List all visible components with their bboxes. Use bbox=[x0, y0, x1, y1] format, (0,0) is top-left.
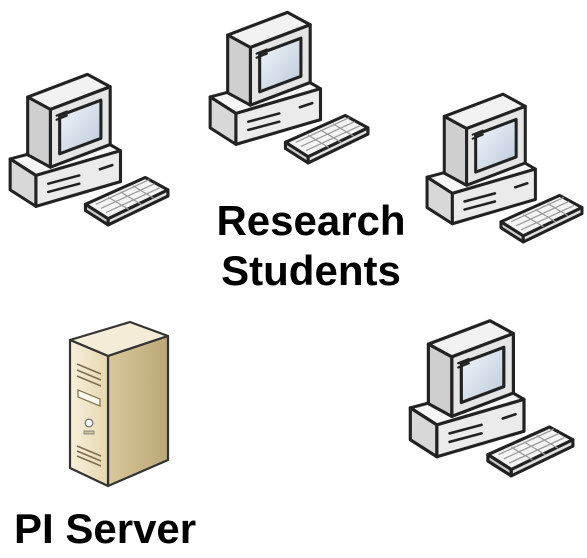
workstation-bottom-right bbox=[405, 308, 575, 478]
desktop-computer-icon bbox=[425, 92, 584, 244]
server-tower-icon bbox=[68, 320, 170, 488]
desktop-computer-icon bbox=[408, 319, 575, 478]
research-students-label: Research Students bbox=[186, 196, 436, 296]
desktop-computer-icon bbox=[8, 72, 170, 227]
pi-server bbox=[60, 320, 180, 490]
workstation-top-right bbox=[422, 82, 584, 244]
students-label-line: Students bbox=[221, 247, 401, 294]
pi-server-label: PI Server bbox=[14, 505, 197, 552]
research-label-line: Research bbox=[216, 197, 406, 244]
workstation-top-left bbox=[5, 62, 170, 227]
desktop-computer-icon bbox=[208, 10, 370, 165]
workstation-top-center bbox=[205, 0, 370, 165]
